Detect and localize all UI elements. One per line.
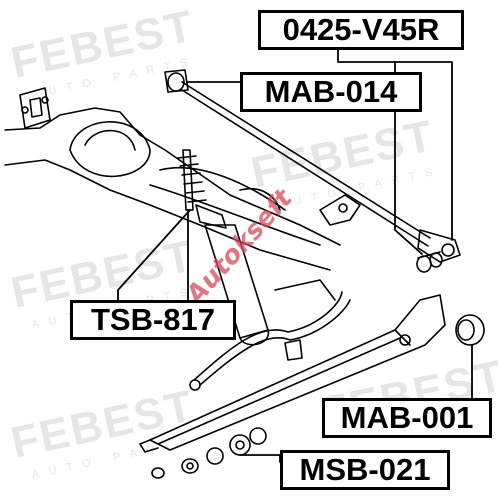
- trailing-arm: [139, 294, 485, 453]
- rod-end-bushings: [416, 251, 443, 273]
- label-kit-number: 0425-V45R: [258, 10, 464, 50]
- label-shock-absorber: TSB-817: [70, 300, 236, 340]
- label-stabilizer-bushing: MSB-021: [280, 450, 450, 490]
- lateral-rod: [164, 69, 461, 263]
- label-rod-bushing: MAB-014: [240, 72, 422, 112]
- link-bushings: [151, 427, 267, 479]
- axle-housing: [4, 87, 341, 271]
- stabilizer-bar: [189, 279, 351, 391]
- rod-bracket: [319, 194, 361, 226]
- label-arm-bushing: MAB-001: [322, 398, 492, 438]
